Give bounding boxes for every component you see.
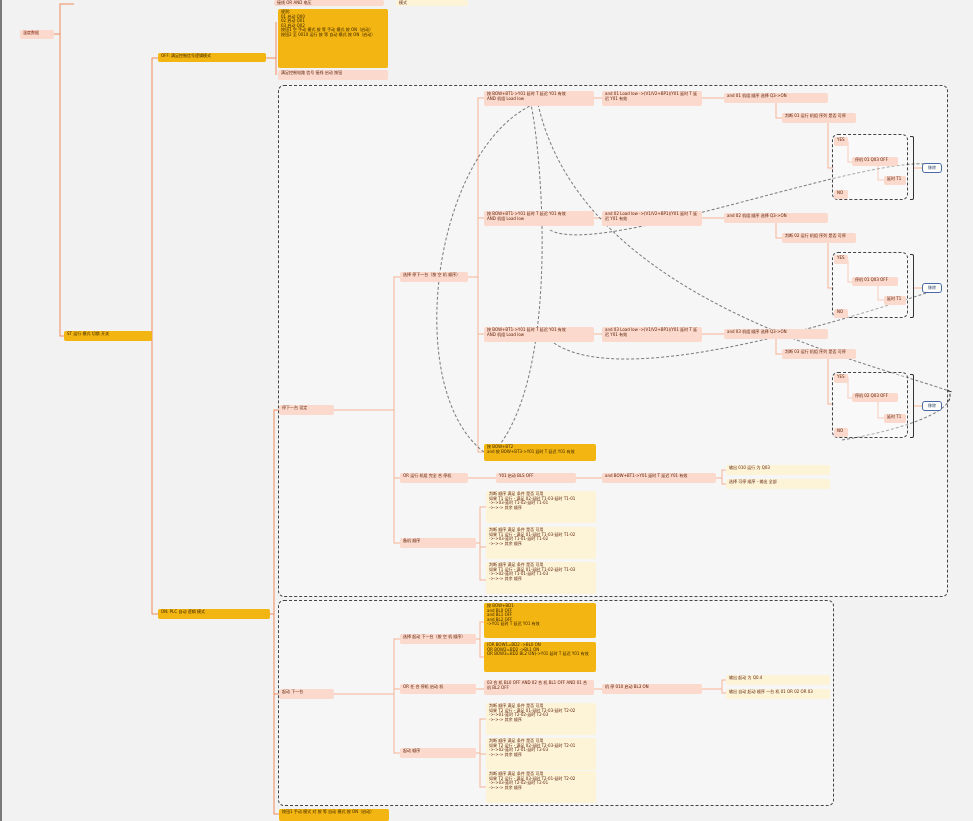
bracket-3 <box>910 374 914 438</box>
yes-node-3[interactable]: YES <box>834 374 848 383</box>
judge-node-2[interactable]: 判断 02 运行 机组 序列 是否 可停 <box>782 233 856 243</box>
yes-node-1[interactable]: YES <box>834 137 848 146</box>
on-cond-node[interactable]: 03 合 机 BL0 OFF AND 02 合 机 BL1 OFF AND 01… <box>484 680 594 695</box>
off-note-node[interactable]: 满足控制电路 信号 接线 启动 按钮 <box>278 70 388 80</box>
condition-node-4[interactable]: 按 BOW+BT2 and 按 BOW+BT3->Y01 延时 T 延迟 Y01… <box>484 444 596 461</box>
output-node-1[interactable]: 输出 010 运行 为 Q03 <box>726 465 830 475</box>
mode-on-node[interactable]: ON: PLC 自动 逻辑 模式 <box>158 609 270 619</box>
start-cream-3[interactable]: 判断 顺序 满足 条件 是否 可用 如果 T2 运行 - 满足 03-延时 T2… <box>486 771 596 803</box>
standby-cream-2[interactable]: 判断 顺序 满足 条件 是否 可用 如果 T1 运行 - 满足 01-延时 T1… <box>486 527 596 559</box>
off-detail-node[interactable]: 规则: 01 启动 Q00 02 启动 Q01 03 启动 Q02 按钮1 空 … <box>278 9 388 68</box>
on-output-node-1[interactable]: 输出 起动 为 Q0.4 <box>726 675 830 685</box>
relay-node-2[interactable]: 延时 T1 <box>884 296 906 305</box>
no-node-1[interactable]: NO <box>834 190 848 199</box>
condition-node-1[interactable]: 按 BOW+BT1->Y01 延时 T 延迟 Y01 有效 AND 机组 Loa… <box>484 91 594 106</box>
stop-node-2[interactable]: 停机 01 Q03 OFF <box>852 277 898 286</box>
relay-node-3[interactable]: 延时 T1 <box>884 414 906 423</box>
output-node-2[interactable]: 选择 可停 顺序 - 输出 全部 <box>726 479 830 489</box>
top-node-b[interactable]: 模式 <box>396 0 468 6</box>
start-cream-1[interactable]: 判断 顺序 满足 条件 是否 可用 如果 T2 运行 - 满足 01-延时 T2… <box>486 703 596 735</box>
on-act-node[interactable]: 机 停 010 启动 BL3 ON <box>602 684 702 694</box>
stop-node-3[interactable]: 停机 02 Q03 OFF <box>852 393 898 402</box>
relay-node-1[interactable]: 延时 T1 <box>884 176 906 185</box>
standby-node[interactable]: 备机 顺序 <box>400 538 476 548</box>
action-node-2[interactable]: and 02 Load low ->(V1/V2+BP1)/Y01 延时 T 延… <box>602 211 702 226</box>
group-start-node[interactable]: 起动 下一台 <box>279 689 334 699</box>
action-node-1[interactable]: and 01 Load low ->(V1/V2+BP1)/Y01 延时 T 延… <box>602 91 702 106</box>
group-stop-node[interactable]: 停下一台 设定 <box>279 405 334 415</box>
standby-cream-1[interactable]: 判断 顺序 满足 条件 是否 可用 如果 T1 运行 - 满足 02-延时 T1… <box>486 491 596 523</box>
result-node-3[interactable]: and 03 机组 顺序 选择 Q3->ON <box>724 329 828 339</box>
result-node-2[interactable]: and 02 机组 顺序 选择 Q3->ON <box>724 213 828 223</box>
mode-st-node[interactable]: ST 运行 模式 切换 开关 <box>64 331 152 341</box>
start-order-node[interactable]: 起动 顺序 <box>400 748 476 758</box>
standby-cream-3[interactable]: 判断 顺序 满足 条件 是否 可用 如果 T1 运行 - 满足 01-延时 T1… <box>486 562 596 594</box>
top-node-a[interactable]: 接线 OR AND 电压 <box>274 0 384 6</box>
on-output-node-2[interactable]: 输出 自动 起动 顺序 一台 机 01 OR 02 OR 03 <box>726 689 830 699</box>
judge-node-1[interactable]: 判断 01 运行 机组 序列 是否 可停 <box>782 113 856 123</box>
on-gold-node-2[interactable]: (OR BOW1=BD2 ->BL0 ON OR BOW2=BD2 ->BL1 … <box>484 642 596 672</box>
bracket-2 <box>910 254 914 318</box>
tag-node-1[interactable]: 移除 <box>922 163 942 173</box>
bracket-1 <box>910 136 914 200</box>
yes-node-2[interactable]: YES <box>834 255 848 264</box>
condition-node-2[interactable]: 按 BOW+BT1->Y01 延时 T 延迟 Y01 有效 AND 机组 Loa… <box>484 211 594 226</box>
no-node-2[interactable]: NO <box>834 309 848 318</box>
connector-lines <box>54 3 922 815</box>
mode-off-node[interactable]: OFF: 满足控制信号逻辑模式 <box>158 53 266 62</box>
action-node-3[interactable]: and 03 Load low ->(V1/V2+BP1)/Y01 延时 T 延… <box>602 327 702 342</box>
start-cream-2[interactable]: 判断 顺序 满足 条件 是否 可用 如果 T2 运行 - 满足 02-延时 T2… <box>486 738 596 770</box>
bottom-node[interactable]: 按钮1 手动 模式 对 按 等 自动 模式 按 ON（启动） <box>279 809 389 821</box>
choose-start-node[interactable]: 选择 起动 下一台（按 空 机 顺序） <box>400 634 476 644</box>
condition-node-3[interactable]: 按 BOW+BT1->Y01 延时 T 延迟 Y01 有效 AND 机组 Loa… <box>484 327 594 342</box>
judge-node-3[interactable]: 判断 03 运行 机组 序列 是否 可停 <box>782 349 856 359</box>
or-start-node[interactable]: OR 任 合 停机 启动 机 <box>400 684 476 694</box>
choose-next-node[interactable]: 选择 停下一台（按 空 机 顺序） <box>400 272 468 282</box>
tag-node-2[interactable]: 移除 <box>922 283 942 293</box>
tag-node-3[interactable]: 移除 <box>922 401 942 411</box>
no-node-3[interactable]: NO <box>834 428 848 437</box>
result-node-1[interactable]: and 01 机组 顺序 选择 Q3->ON <box>724 93 828 103</box>
decision-frame-3 <box>832 372 908 438</box>
y01-start-node[interactable]: Y01 启动 BLS OFF <box>496 473 576 483</box>
on-gold-node-1[interactable]: 按 BOW+BD1 and BL0 OFF and BL1 OFF and BL… <box>484 603 596 638</box>
or-running-node[interactable]: OR 运行 机组 完全 合 停机 <box>400 473 468 483</box>
stop-node-1[interactable]: 停机 01 Q03 OFF <box>852 157 898 166</box>
and-cond-node[interactable]: and BOW+BT1->Y01 延时 T 延迟 Y01 有效 <box>602 473 716 483</box>
root-node[interactable]: 温度数据 <box>20 30 54 39</box>
